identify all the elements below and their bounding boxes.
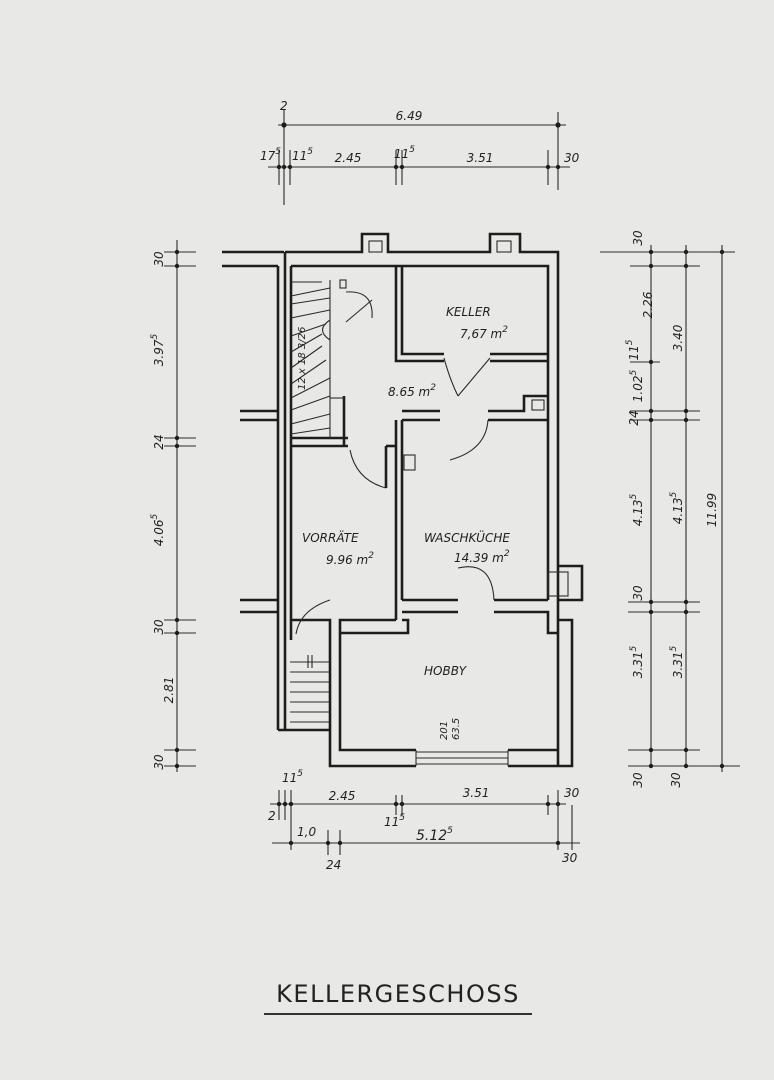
left-dimension-chain: 30 3.975 24 4.065 30 2.81 30 <box>150 240 196 772</box>
room-keller-area: 7,67 m2 <box>460 325 508 341</box>
door-swings <box>295 291 495 635</box>
stairs-label: 12 x 18 3/26 <box>297 327 308 390</box>
dim-overall-width: 6.49 <box>396 109 423 123</box>
dim-left-a: 30 <box>152 251 166 267</box>
dim-bottom-j: 30 <box>562 851 578 865</box>
room-vorraete-area: 9.96 m2 <box>326 551 374 567</box>
room-vorraete-name: VORRÄTE <box>302 530 359 545</box>
room-waschkueche-area: 14.39 m2 <box>454 549 510 565</box>
dim-bottom-f: 115 <box>384 813 405 829</box>
page-title: KELLERGESCHOSS <box>276 980 520 1008</box>
dim-right-c: 115 <box>625 339 641 360</box>
dim-left-e: 30 <box>152 619 166 635</box>
dim-bottom-e: 2 <box>268 809 276 823</box>
dim-left-b: 3.975 <box>150 334 166 367</box>
room-keller-name: KELLER <box>446 305 491 319</box>
room-flur-area: 8.65 m2 <box>388 383 436 399</box>
top-dimension-chain: 6.49 2 175 115 2.45 115 3.51 30 <box>260 99 580 205</box>
dim-right-d: 1.025 <box>629 370 645 403</box>
dim-left-c: 24 <box>152 434 166 449</box>
dim-right-f: 4.135 <box>629 494 645 527</box>
room-hobby-name: HOBBY <box>424 664 468 678</box>
right-dimension-chains: 30 2.26 115 1.025 24 4.135 30 3.315 30 3… <box>600 230 740 788</box>
bottom-dimension-chain: 115 2.45 3.51 30 2 115 1,0 5.125 24 30 <box>268 769 580 872</box>
dim-right-h: 3.315 <box>629 646 645 679</box>
dim-right-mid-b: 4.135 <box>669 492 685 525</box>
window-label-top: 201 <box>439 721 450 740</box>
dim-right-mid-c: 3.315 <box>669 646 685 679</box>
dim-top-e: 115 <box>394 145 415 161</box>
dim-bottom-b: 2.45 <box>329 789 356 803</box>
dim-right-b: 2.26 <box>641 291 655 318</box>
dim-top-d: 2.45 <box>335 151 362 165</box>
dim-bottom-d: 30 <box>564 786 580 800</box>
dim-bottom-i: 24 <box>326 858 341 872</box>
dim-top-c: 115 <box>292 147 313 163</box>
dim-bottom-total: 5.125 <box>416 826 453 844</box>
dim-bottom-g: 1,0 <box>297 825 316 839</box>
building-walls <box>222 232 584 768</box>
dim-overall-depth: 11.99 <box>705 493 719 527</box>
dim-left-d: 4.065 <box>150 514 166 547</box>
dim-right-a: 30 <box>631 230 645 246</box>
room-labels: KELLER 7,67 m2 8.65 m2 VORRÄTE 9.96 m2 W… <box>302 305 510 740</box>
dim-left-f: 2.81 <box>162 677 176 704</box>
dim-left-g: 30 <box>152 754 166 770</box>
dim-top-f: 3.51 <box>467 151 494 165</box>
room-waschkueche-name: WASCHKÜCHE <box>424 529 510 545</box>
dim-bottom-c: 3.51 <box>463 786 490 800</box>
external-stairs <box>290 655 330 723</box>
title-underline <box>264 1013 532 1015</box>
spiral-staircase: 12 x 18 3/26 <box>290 279 347 438</box>
dim-right-i: 30 <box>631 772 645 788</box>
dim-right-mid-a: 3.40 <box>671 324 685 351</box>
window-label-bottom: 63.5 <box>451 718 462 740</box>
dim-right-e: 24 <box>627 410 641 425</box>
dim-top-a: 2 <box>280 99 288 113</box>
dim-top-b: 175 <box>260 147 281 163</box>
dim-top-g: 30 <box>564 151 580 165</box>
dim-bottom-a: 115 <box>282 769 303 785</box>
dim-right-g: 30 <box>631 585 645 601</box>
dim-right-mid-d: 30 <box>669 772 683 788</box>
